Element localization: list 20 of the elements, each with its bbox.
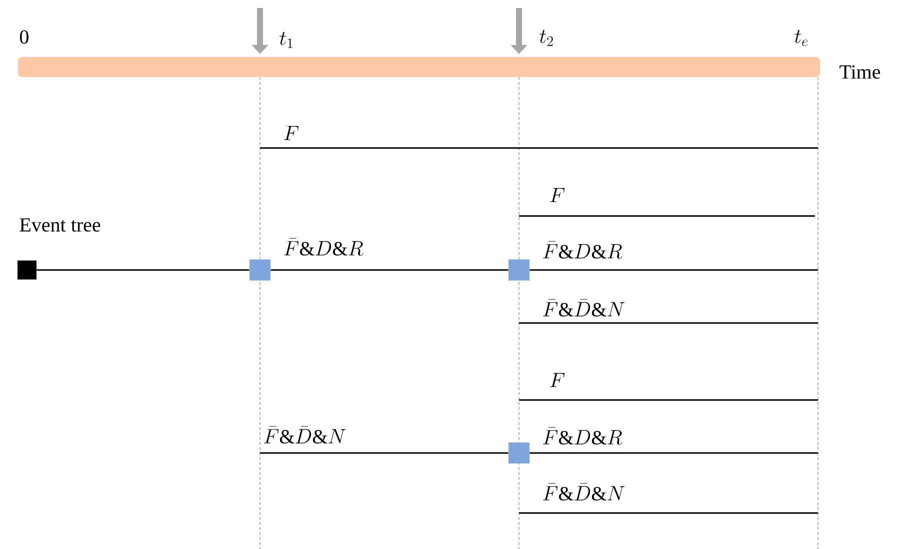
event-node xyxy=(508,260,530,280)
branch-line xyxy=(260,452,508,454)
axis-label: $F$ xyxy=(550,188,565,202)
edge-label: $\bar{F}\&D\&R$ xyxy=(284,238,364,256)
axis-label: $t_e$ xyxy=(794,30,808,46)
edge-label: $\bar{F}\&D\&R$ xyxy=(543,241,622,259)
event-node xyxy=(508,442,530,464)
edge-label: $\bar{F}\&\bar{D}\&N$ xyxy=(264,426,346,444)
axis-label: $t_2$ xyxy=(540,30,553,46)
branch-line xyxy=(530,452,818,454)
axis-label: $F$ xyxy=(550,372,565,388)
axis-label: $F$ xyxy=(284,126,299,140)
event-node xyxy=(250,260,270,280)
branch-line xyxy=(36,269,250,271)
branch-line xyxy=(530,269,818,271)
edge-label: $\bar{F}\&D\&R$ xyxy=(543,427,622,445)
timeline-bar xyxy=(18,57,820,77)
branch-line xyxy=(270,269,508,271)
event-node xyxy=(18,260,36,280)
node-caption: Event tree xyxy=(20,218,100,232)
